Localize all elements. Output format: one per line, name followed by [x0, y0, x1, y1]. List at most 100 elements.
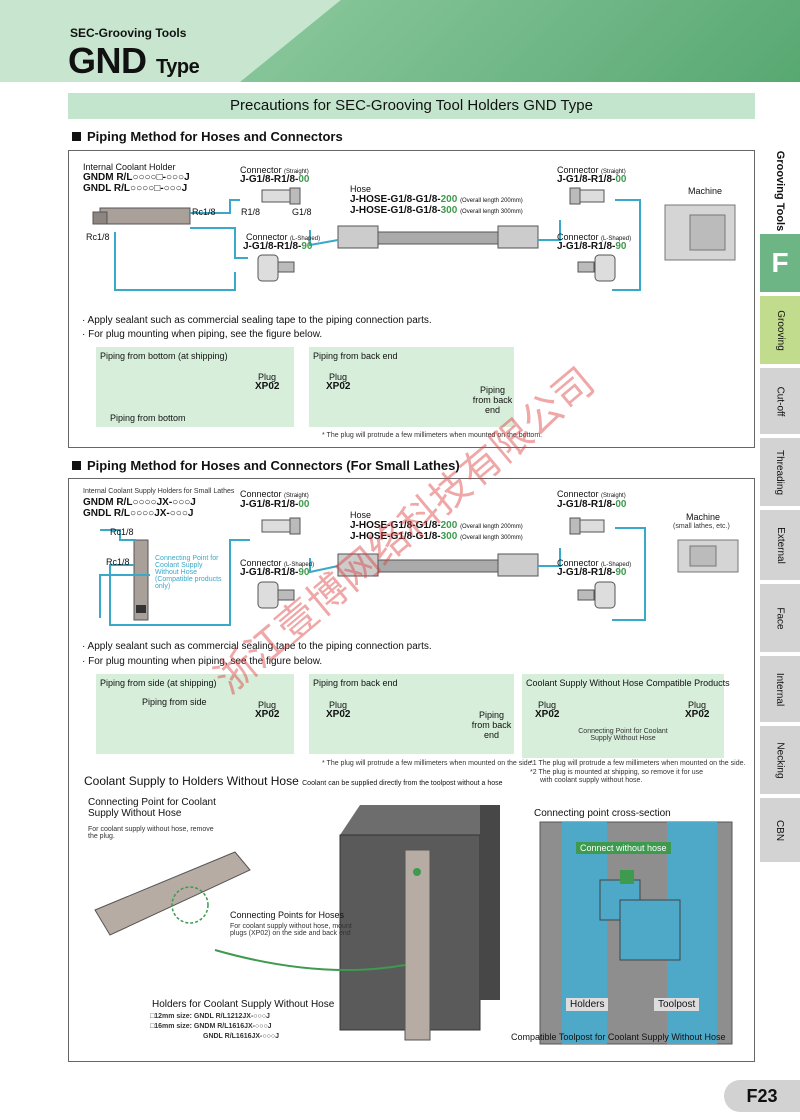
sub-panel-side [96, 674, 294, 754]
note2-1: · For plug mounting when piping, see the… [82, 329, 323, 340]
conn-straight-right-1: Connector (Straight) [557, 165, 626, 175]
holders-label: Holders [566, 998, 609, 1011]
plug-code-1b: XP02 [326, 381, 351, 392]
sub-panel-back [309, 347, 514, 427]
side-tab-cutoff[interactable]: Cut-off [760, 368, 800, 436]
page-title: Precautions for SEC-Grooving Tool Holder… [68, 93, 755, 119]
model-title: GND Type [68, 40, 200, 81]
holder-code-1b: GNDL R/L○○○○□-○○○J [83, 183, 188, 194]
sub1-title-2: Piping from side (at shipping) [100, 678, 217, 688]
toolpost-label: Toolpost [654, 998, 700, 1011]
side-tab-face[interactable]: Face [760, 584, 800, 654]
side-tab-external[interactable]: External [760, 510, 800, 582]
conn-straight-left-code-2: J-G1/8-R1/8-00 [240, 499, 310, 510]
conn-straight-right-code-1: J-G1/8-R1/8-00 [557, 174, 627, 185]
cross-section-title: Connecting point cross-section [534, 808, 671, 819]
hose-label-2: Hose [350, 510, 372, 520]
side-tab-necking[interactable]: Necking [760, 726, 800, 796]
g18-label: G1/8 [292, 207, 312, 217]
holder-label-1: Internal Coolant Holder [83, 162, 176, 172]
size16a: □16mm size: GNDM R/L1616JX-○○○J [150, 1023, 272, 1030]
size12: □12mm size: GNDL R/L1212JX-○○○J [150, 1013, 270, 1020]
conn-straight-left-code-1: J-G1/8-R1/8-00 [240, 174, 310, 185]
brand-label: SEC-Grooving Tools [70, 26, 187, 40]
conn-l-left-code-1: J-G1/8-R1/8-90 [243, 241, 313, 252]
plug-label-2d: Plug [688, 700, 707, 710]
r18-label: R1/8 [241, 207, 261, 217]
cp-desc: For coolant supply without hose, remove … [88, 826, 214, 840]
machine-small-2: (small lathes, etc.) [673, 523, 730, 530]
conn-straight-right-2: Connector (Straight) [557, 489, 626, 499]
rc-lower-1: Rc1/8 [86, 232, 110, 242]
section2-panel [68, 478, 755, 1062]
conn-l-left-1: Connector (L-Shaped) [246, 232, 321, 242]
cps-title: Connecting Points for Hoses [230, 910, 345, 920]
page-number: F23 [724, 1080, 800, 1112]
side-tab-internal[interactable]: Internal [760, 656, 800, 724]
holder-code-1a: GNDM R/L○○○○□-○○○J [83, 172, 190, 183]
plug-label-2a: Plug [258, 700, 277, 710]
sub1-caption-2: Piping from side [142, 697, 207, 707]
plug-code-2b: XP02 [326, 709, 351, 720]
sub3-caption-2: Connecting Point for Coolant Supply With… [578, 728, 668, 742]
hose1-code-2: J-HOSE-G1/8-G1/8-200 (Overall length 200… [350, 520, 523, 531]
side-tab-grooving-tools[interactable]: Grooving Tools [760, 150, 800, 234]
holder-code-2a: GNDM R/L○○○○JX-○○○J [83, 497, 196, 508]
holder-code-2b: GNDL R/L○○○○JX-○○○J [83, 508, 194, 519]
cp-title: Connecting Point for Coolant Supply With… [88, 797, 216, 819]
sub1-title-1: Piping from bottom (at shipping) [100, 351, 228, 361]
holders-title: Holders for Coolant Supply Without Hose [152, 999, 335, 1010]
sub-panel-back-2 [309, 674, 514, 754]
holder-label-2: Internal Coolant Supply Holders for Smal… [83, 488, 235, 495]
footnote-2b1: *1 The plug will protrude a few millimet… [530, 760, 746, 767]
compatible-label: Compatible Toolpost for Coolant Supply W… [511, 1032, 726, 1042]
size16b: GNDL R/L1616JX-○○○J [203, 1033, 279, 1040]
sub2-title-1: Piping from back end [313, 351, 398, 361]
section1-panel [68, 150, 755, 448]
sub2-caption-2: Piping from back end [471, 710, 512, 740]
coolant-heading: Coolant Supply to Holders Without Hose C… [84, 774, 503, 788]
machine-label-2: Machine [686, 512, 721, 522]
sub3-title-2: Coolant Supply Without Hose Compatible P… [526, 678, 730, 688]
rc-upper-1: Rc1/8 [192, 207, 216, 217]
conn-straight-right-code-2: J-G1/8-R1/8-00 [557, 499, 627, 510]
conn-l-right-code-2: J-G1/8-R1/8-90 [557, 567, 627, 578]
hose2-code-2: J-HOSE-G1/8-G1/8-300 (Overall length 300… [350, 531, 523, 542]
note2-2: · For plug mounting when piping, see the… [82, 656, 323, 667]
plug-label-1a: Plug [258, 372, 277, 382]
section1-heading: Piping Method for Hoses and Connectors [72, 129, 343, 144]
side-tab-grooving[interactable]: Grooving [760, 296, 800, 366]
header-accent [240, 0, 800, 82]
plug-label-1b: Plug [329, 372, 348, 382]
plug-code-2d: XP02 [685, 709, 710, 720]
footnote-2b3: with coolant supply without hose. [540, 777, 643, 784]
plug-label-2b: Plug [329, 700, 348, 710]
footnote-2a: * The plug will protrude a few millimete… [322, 760, 534, 767]
side-tab-f[interactable]: F [760, 234, 800, 294]
hose2-code: J-HOSE-G1/8-G1/8-300 (Overall length 300… [350, 205, 523, 216]
cps-desc: For coolant supply without hose, mount p… [230, 923, 352, 937]
conn-l-right-code-1: J-G1/8-R1/8-90 [557, 241, 627, 252]
hose-label-1: Hose [350, 184, 372, 194]
sub-panel-bottom [96, 347, 294, 427]
footnote-1: * The plug will protrude a few millimete… [322, 432, 543, 439]
rc-lower-2: Rc1/8 [106, 557, 130, 567]
connecting-point-note: Connecting Point for Coolant Supply With… [155, 555, 222, 590]
sub2-title-2: Piping from back end [313, 678, 398, 688]
side-tab-cbn[interactable]: CBN [760, 798, 800, 864]
hose1-code: J-HOSE-G1/8-G1/8-200 (Overall length 200… [350, 194, 523, 205]
footnote-2b2: *2 The plug is mounted at shipping, so r… [530, 769, 704, 776]
section2-heading: Piping Method for Hoses and Connectors (… [72, 458, 460, 473]
connect-label: Connect without hose [576, 842, 671, 854]
plug-label-2c: Plug [538, 700, 557, 710]
plug-code-1a: XP02 [255, 381, 280, 392]
conn-straight-left-1: Connector (Straight) [240, 165, 309, 175]
sub-panel-compatible [522, 674, 724, 758]
conn-l-left-2: Connector (L-Shaped) [240, 558, 315, 568]
sub2-caption-1: Piping from back end [472, 385, 513, 415]
conn-l-right-2: Connector (L-Shaped) [557, 558, 632, 568]
side-tab-threading[interactable]: Threading [760, 438, 800, 508]
plug-code-2c: XP02 [535, 709, 560, 720]
note1-2: · Apply sealant such as commercial seali… [82, 641, 432, 652]
rc-upper-2: Rc1/8 [110, 527, 134, 537]
